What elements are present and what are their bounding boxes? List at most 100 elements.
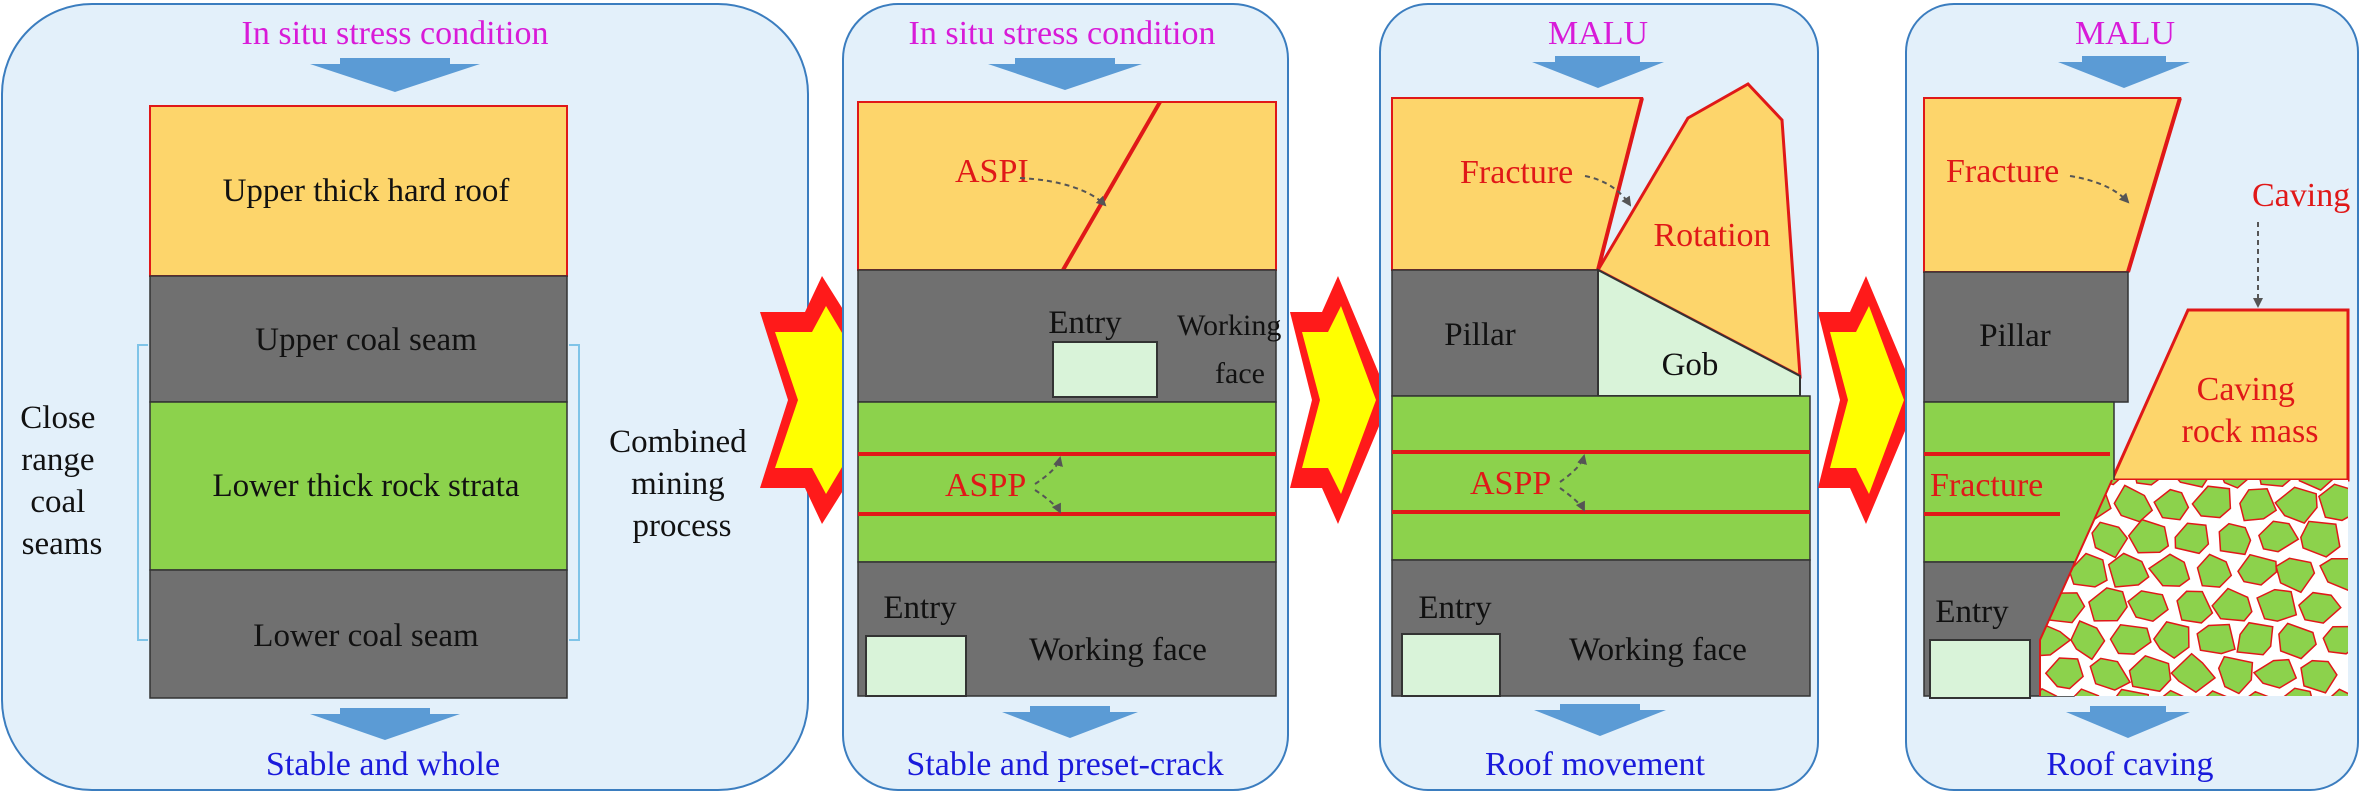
caved-rock-fragment [2107,552,2150,588]
lower-working-face-label: Working face [1029,632,1207,668]
entry [1401,633,1501,697]
panel-1: In situ stress condition Upper thick har… [1,3,809,791]
caved-rock-fragment [2217,480,2254,489]
caved-rock-fragment [2274,687,2317,696]
panel-2-top-label: In situ stress condition [909,15,1216,52]
panel-4-top-label: MALU [2075,15,2175,52]
caved-rock-fragment [2176,590,2214,624]
panel-1-bottom-label: Stable and whole [266,746,500,783]
fracture-label: Fracture [1460,154,1573,191]
caved-rock-fragment [2275,557,2316,594]
aspi-label: ASPI [955,153,1029,190]
process-arrow-1-icon [760,276,900,524]
fracture-label: Fracture [1946,153,2059,190]
caved-rock-fragment [2258,520,2300,553]
caved-rock-fragment [2218,522,2252,556]
caving-rock-mass-label: Caving rock mass [2182,371,2319,450]
caved-rock-fragment [2152,621,2190,660]
pillar-label: Pillar [1979,318,2051,354]
caved-rock-fragment [2298,480,2342,491]
fracture-line [1596,97,1644,271]
rotating-roof-block [1595,82,1802,379]
caved-rock-fragment [2236,621,2274,656]
malu-arrow-down-icon [1532,56,1664,88]
layer-rock-strata [1391,395,1811,561]
caved-rock-debris [2039,479,2348,696]
panel-3-bottom-label: Roof movement [1485,746,1706,783]
caved-rock-fragment [2274,486,2318,524]
lower-fracture-label: Fracture [1930,467,2043,504]
caving-arrow-down-icon [2066,706,2190,738]
panel-4: MALU Fracture Caving Pillar Caving rock … [1905,3,2359,791]
caved-rock-fragment [2089,657,2132,691]
caved-rock-fragment [2256,480,2294,487]
stability-arrow-down-icon [1002,706,1138,738]
caved-rock-fragment [2252,658,2298,689]
gob-label: Gob [1662,347,1719,383]
aspp-label: ASPP [1470,465,1551,502]
caved-rock-fragment [2300,659,2338,694]
caved-rock-fragment [2319,557,2348,592]
caved-rock-fragment [2170,652,2217,694]
caved-rock-fragment [2239,488,2278,522]
caved-rock-fragment [2153,488,2190,521]
aspp-pointer-up [1559,454,1587,483]
stress-arrow-down-icon [988,58,1142,90]
caved-rock-fragment [2168,480,2212,488]
caved-rock-fragment [2127,590,2169,623]
caved-rock-fragment [2109,623,2152,655]
left-bracket [137,344,148,641]
caved-rock-fragment [2298,591,2342,624]
panel-2-bottom-label: Stable and preset-crack [906,746,1223,783]
stability-arrow-down-icon [310,708,460,740]
malu-arrow-down-icon [2058,56,2190,88]
entry-label: Entry [1935,594,2009,630]
layer-lower-thick-rock-strata [149,401,568,571]
pillar [1391,269,1599,397]
caved-rock-fragment [2322,625,2348,655]
lower-entry [865,635,967,697]
layer-lower-coal-seam [149,569,568,699]
caved-rock-fragment [2318,483,2348,522]
fracture-pointer [1584,175,1632,207]
panel-3-top-label: MALU [1548,15,1648,52]
caved-rock-fragment [2196,553,2233,588]
rotation-label: Rotation [1653,217,1770,254]
entry-label: Entry [1418,590,1492,626]
caved-rock-fragment [2127,518,2170,554]
caved-rock-fragment [2044,657,2084,690]
caving-label: Caving [2252,177,2350,214]
layer-lower-thick-rock-strata-label: Lower thick rock strata [213,468,520,504]
caved-rock-fragment [2107,688,2150,696]
lower-entry-label: Entry [883,590,957,626]
combined-mining-process-note: Combined mining process [609,424,755,544]
caved-rock-fragment [2300,520,2341,558]
aspi-crack-line [1061,100,1162,272]
entry [1929,639,2031,699]
caved-rock-fragment [2237,553,2278,586]
panel-4-bottom-label: Roof caving [2046,746,2213,783]
layer-rock-strata [857,401,1277,563]
panel-2: In situ stress condition ASPI Entry Work… [842,3,1289,791]
caved-rock-fragment [2196,623,2236,655]
aspi-pointer [1019,177,1107,207]
aspp-pointer-down [1034,489,1061,514]
right-bracket [569,344,580,641]
pillar [1923,271,2129,403]
movement-arrow-down-icon [1534,704,1666,736]
process-arrow-3-icon [1818,276,1918,524]
caved-rock-fragment [2132,480,2171,486]
working-face-label: Working face [1569,632,1747,668]
layer-upper-thick-hard-roof-label: Upper thick hard roof [223,173,510,209]
aspp-pointer-up [1034,456,1063,485]
caved-rock-fragment [2091,521,2129,559]
caved-rock-fragment [2067,688,2105,696]
caved-rock-fragment [2174,522,2210,555]
caved-rock-fragment [2040,623,2072,657]
caved-rock-fragment [2070,620,2106,661]
process-arrow-2-icon [1290,276,1390,524]
layer-upper-coal-seam-label: Upper coal seam [255,322,477,358]
caved-rock-fragment [2128,654,2172,693]
caved-rock-fragment [2088,480,2130,486]
